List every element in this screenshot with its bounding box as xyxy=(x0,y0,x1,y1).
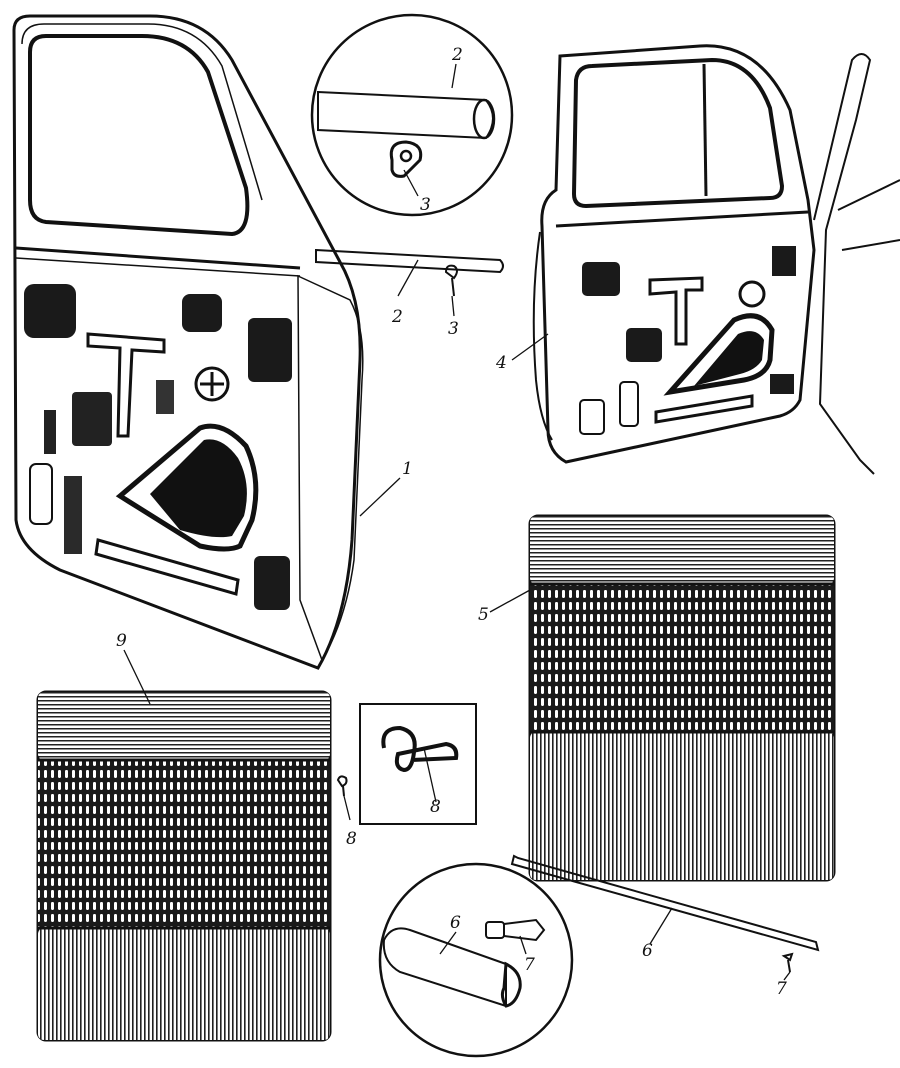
moulding-detail-magnifier xyxy=(378,862,574,1058)
door-trim-panel-left xyxy=(36,690,332,1042)
moulding-button-small xyxy=(781,952,794,973)
installed-door xyxy=(532,44,900,475)
callout-8-clip: 8 xyxy=(346,829,357,849)
callout-7-button: 7 xyxy=(776,979,787,999)
fastening-clip xyxy=(444,264,458,297)
callout-2-rod: 2 xyxy=(391,307,403,327)
window-seal-strip xyxy=(315,248,504,274)
leader-lines xyxy=(123,63,791,981)
callout-6-strip: 6 xyxy=(642,941,653,961)
callout-5: 5 xyxy=(478,605,489,625)
callout-4: 4 xyxy=(495,353,507,373)
callout-labels: 1 2 2 3 3 4 5 6 6 7 7 8 8 9 xyxy=(116,45,787,999)
callout-3-clip: 3 xyxy=(448,319,459,339)
callout-3-magnifier: 3 xyxy=(420,195,431,215)
callout-6-magnifier: 6 xyxy=(450,913,461,933)
door-inner-panel xyxy=(12,14,364,670)
callout-2-magnifier: 2 xyxy=(451,45,463,65)
callout-8-box: 8 xyxy=(430,797,441,817)
callout-9: 9 xyxy=(116,631,127,651)
spring-clip-small xyxy=(336,775,348,797)
spring-clip-detail-box xyxy=(359,703,477,825)
callout-1: 1 xyxy=(402,459,413,479)
trim-moulding-strip xyxy=(510,854,820,952)
seal-detail-magnifier xyxy=(310,13,514,217)
callout-7-magnifier: 7 xyxy=(524,955,535,975)
door-trim-panel-right xyxy=(528,514,836,882)
